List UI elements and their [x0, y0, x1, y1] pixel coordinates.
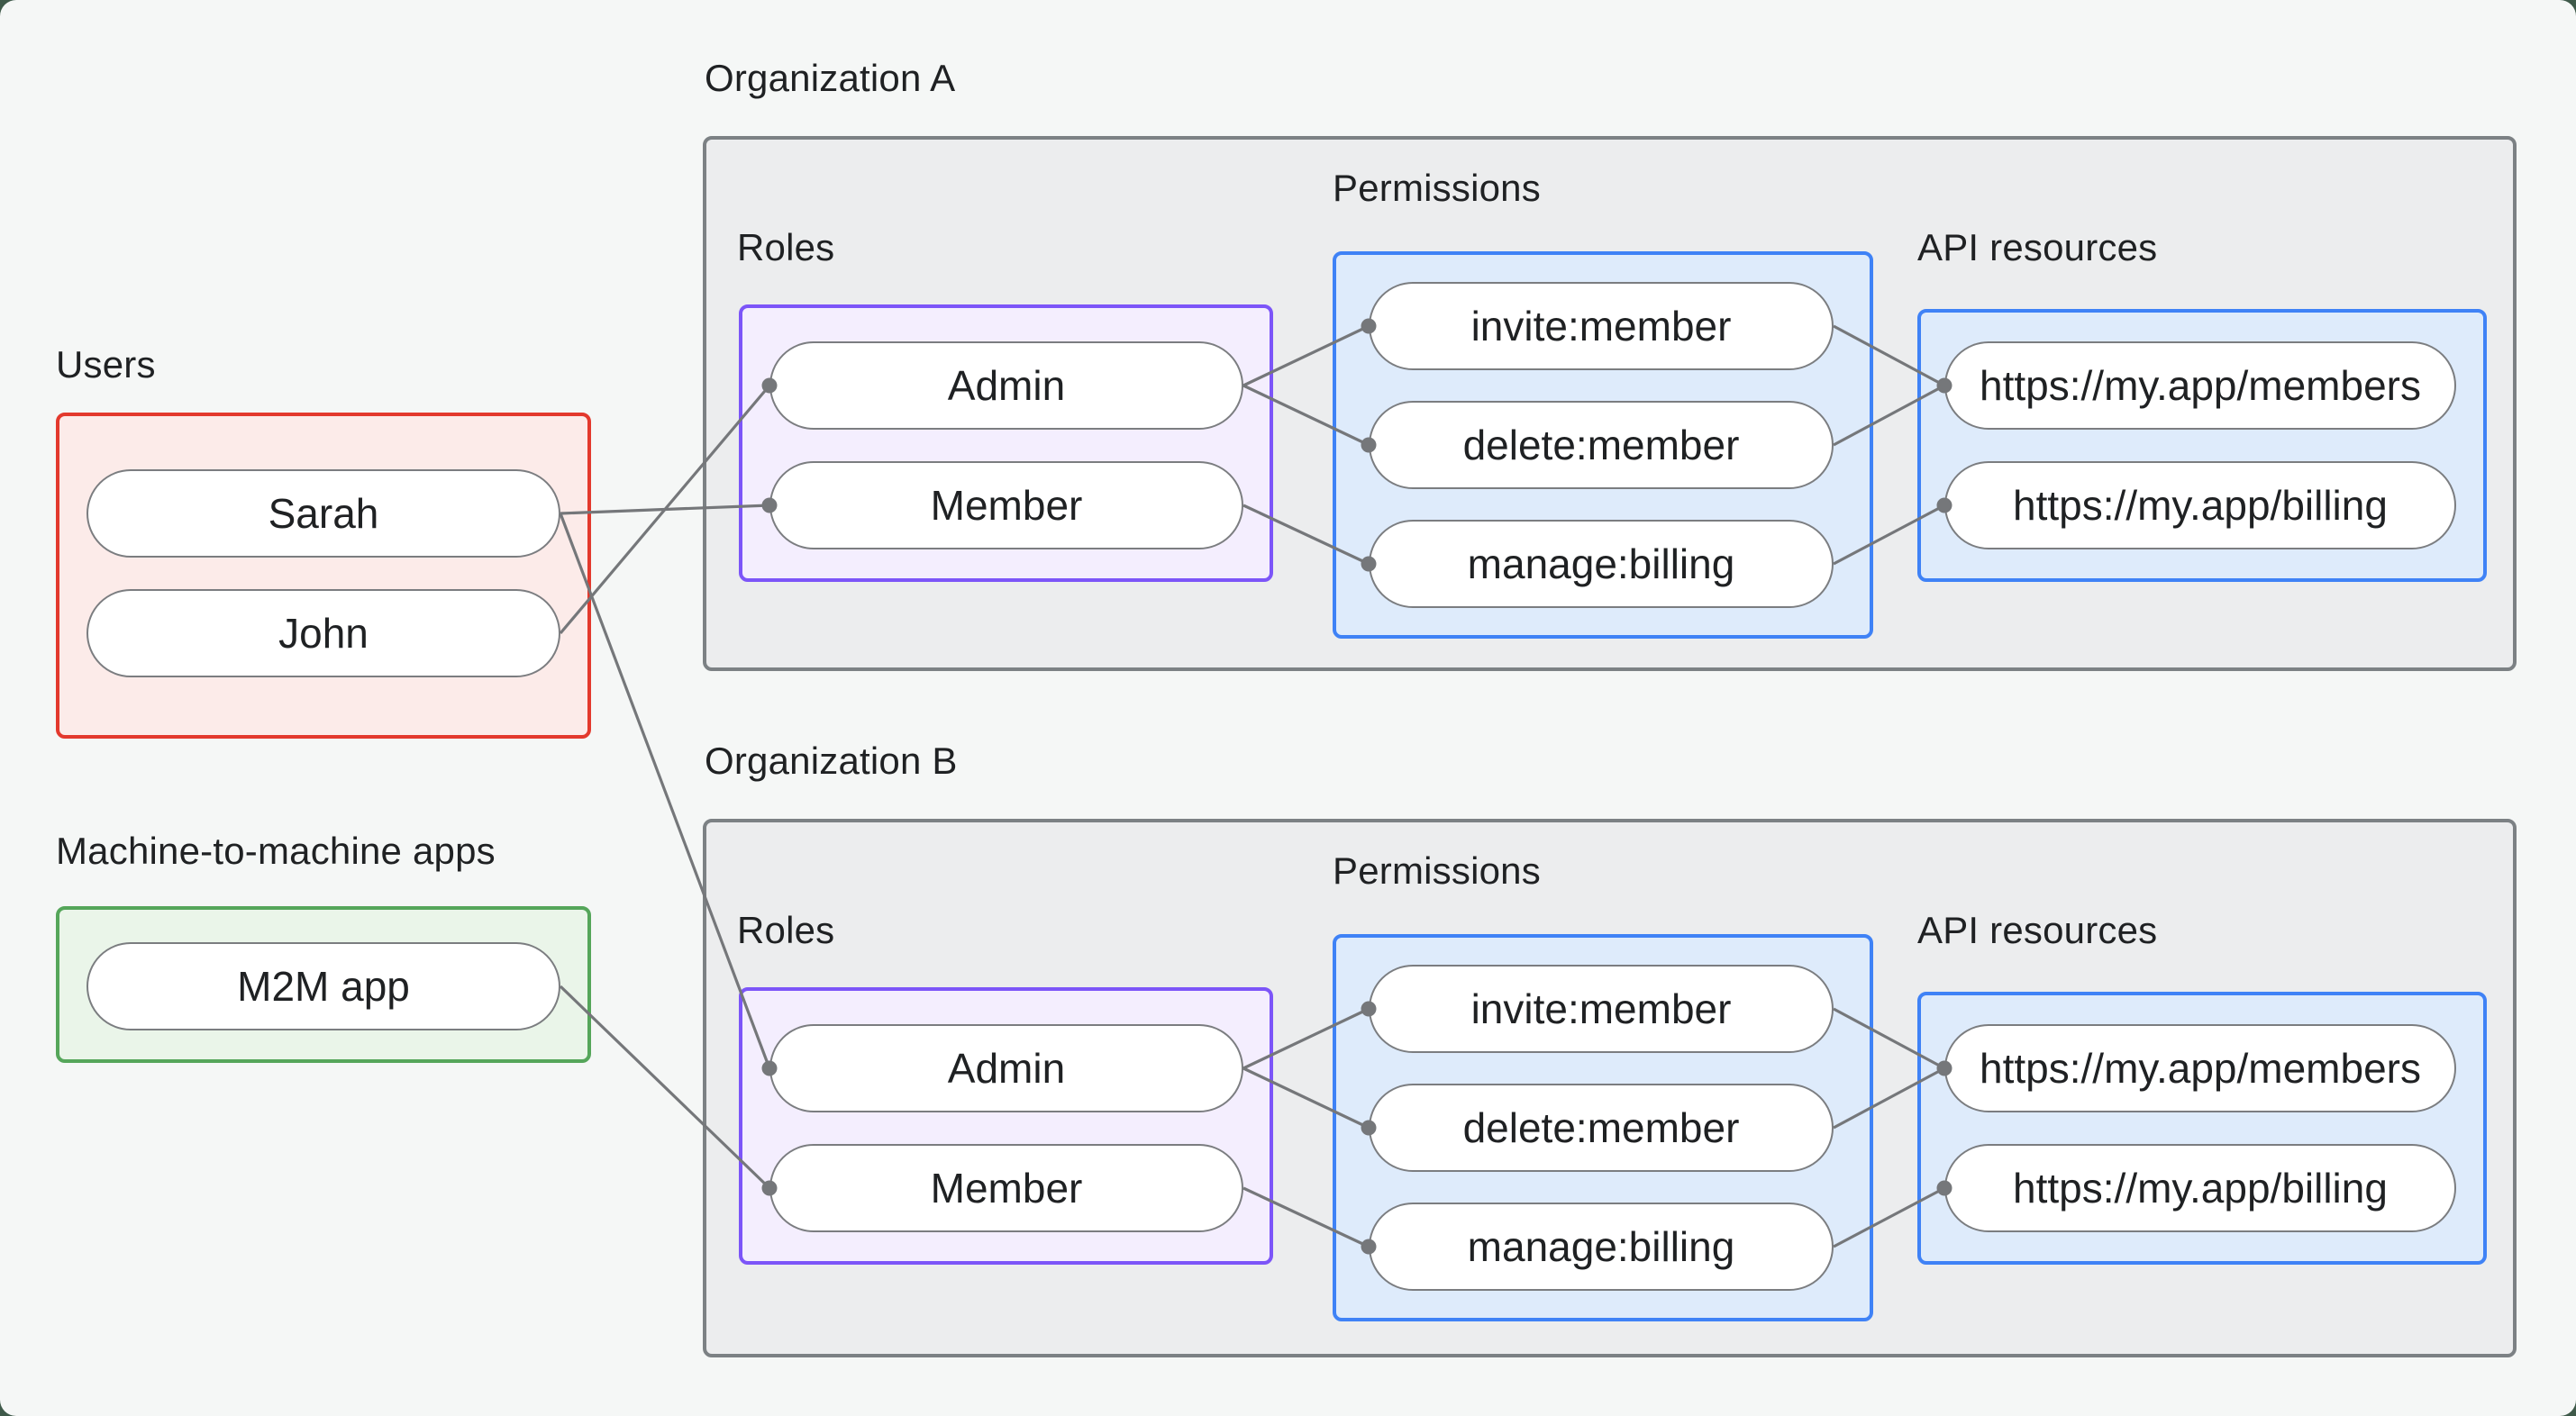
pill-org-a-admin: Admin: [769, 341, 1243, 430]
pill-org-b-manage-billing: manage:billing: [1369, 1203, 1834, 1291]
org-b-roles-label: Roles: [737, 909, 835, 951]
pill-org-a-api-members-label: https://my.app/members: [1980, 362, 2421, 409]
pill-org-a-api-billing: https://my.app/billing: [1944, 461, 2456, 549]
org-a-title: Organization A: [705, 57, 956, 99]
org-a-permissions-label: Permissions: [1333, 167, 1541, 209]
pill-org-a-member: Member: [769, 461, 1243, 549]
pill-sarah-label: Sarah: [268, 490, 379, 537]
pill-org-a-manage-billing: manage:billing: [1369, 520, 1834, 608]
pill-m2m-app: M2M app: [86, 942, 560, 1030]
pill-org-b-manage-billing-label: manage:billing: [1467, 1223, 1735, 1270]
pill-m2m-app-label: M2M app: [237, 963, 410, 1010]
pill-org-a-invite-member: invite:member: [1369, 282, 1834, 370]
pill-org-a-api-members: https://my.app/members: [1944, 341, 2456, 430]
pill-org-b-api-members-label: https://my.app/members: [1980, 1045, 2421, 1092]
pill-sarah: Sarah: [86, 469, 560, 558]
pill-org-a-manage-billing-label: manage:billing: [1467, 540, 1735, 587]
pill-org-a-delete-member-label: delete:member: [1462, 422, 1740, 468]
pill-org-a-admin-label: Admin: [947, 362, 1066, 409]
pill-org-b-invite-member-label: invite:member: [1470, 985, 1732, 1032]
pill-org-b-admin: Admin: [769, 1024, 1243, 1112]
pill-org-b-delete-member-label: delete:member: [1462, 1104, 1740, 1151]
org-b-api-resources-label: API resources: [1917, 909, 2158, 951]
m2m-group-label: Machine-to-machine apps: [56, 830, 496, 872]
org-a-roles-label: Roles: [737, 226, 835, 268]
pill-org-a-member-label: Member: [930, 482, 1083, 529]
org-b-permissions-label: Permissions: [1333, 849, 1541, 892]
org-a-api-resources-label: API resources: [1917, 226, 2158, 268]
pill-org-b-invite-member: invite:member: [1369, 965, 1834, 1053]
pill-org-b-delete-member: delete:member: [1369, 1084, 1834, 1172]
pill-john: John: [86, 589, 560, 677]
pill-org-b-member: Member: [769, 1144, 1243, 1232]
users-group-label: Users: [56, 343, 156, 386]
pill-john-label: John: [278, 610, 369, 657]
org-b-title: Organization B: [705, 740, 958, 782]
pill-org-b-api-billing-label: https://my.app/billing: [2013, 1165, 2388, 1212]
pill-org-b-member-label: Member: [930, 1165, 1083, 1212]
pill-org-b-api-members: https://my.app/members: [1944, 1024, 2456, 1112]
pill-org-a-delete-member: delete:member: [1369, 401, 1834, 489]
pill-org-a-invite-member-label: invite:member: [1470, 303, 1732, 349]
pill-org-b-admin-label: Admin: [947, 1045, 1066, 1092]
users-group-frame: [56, 413, 591, 739]
pill-org-b-api-billing: https://my.app/billing: [1944, 1144, 2456, 1232]
pill-org-a-api-billing-label: https://my.app/billing: [2013, 482, 2388, 529]
